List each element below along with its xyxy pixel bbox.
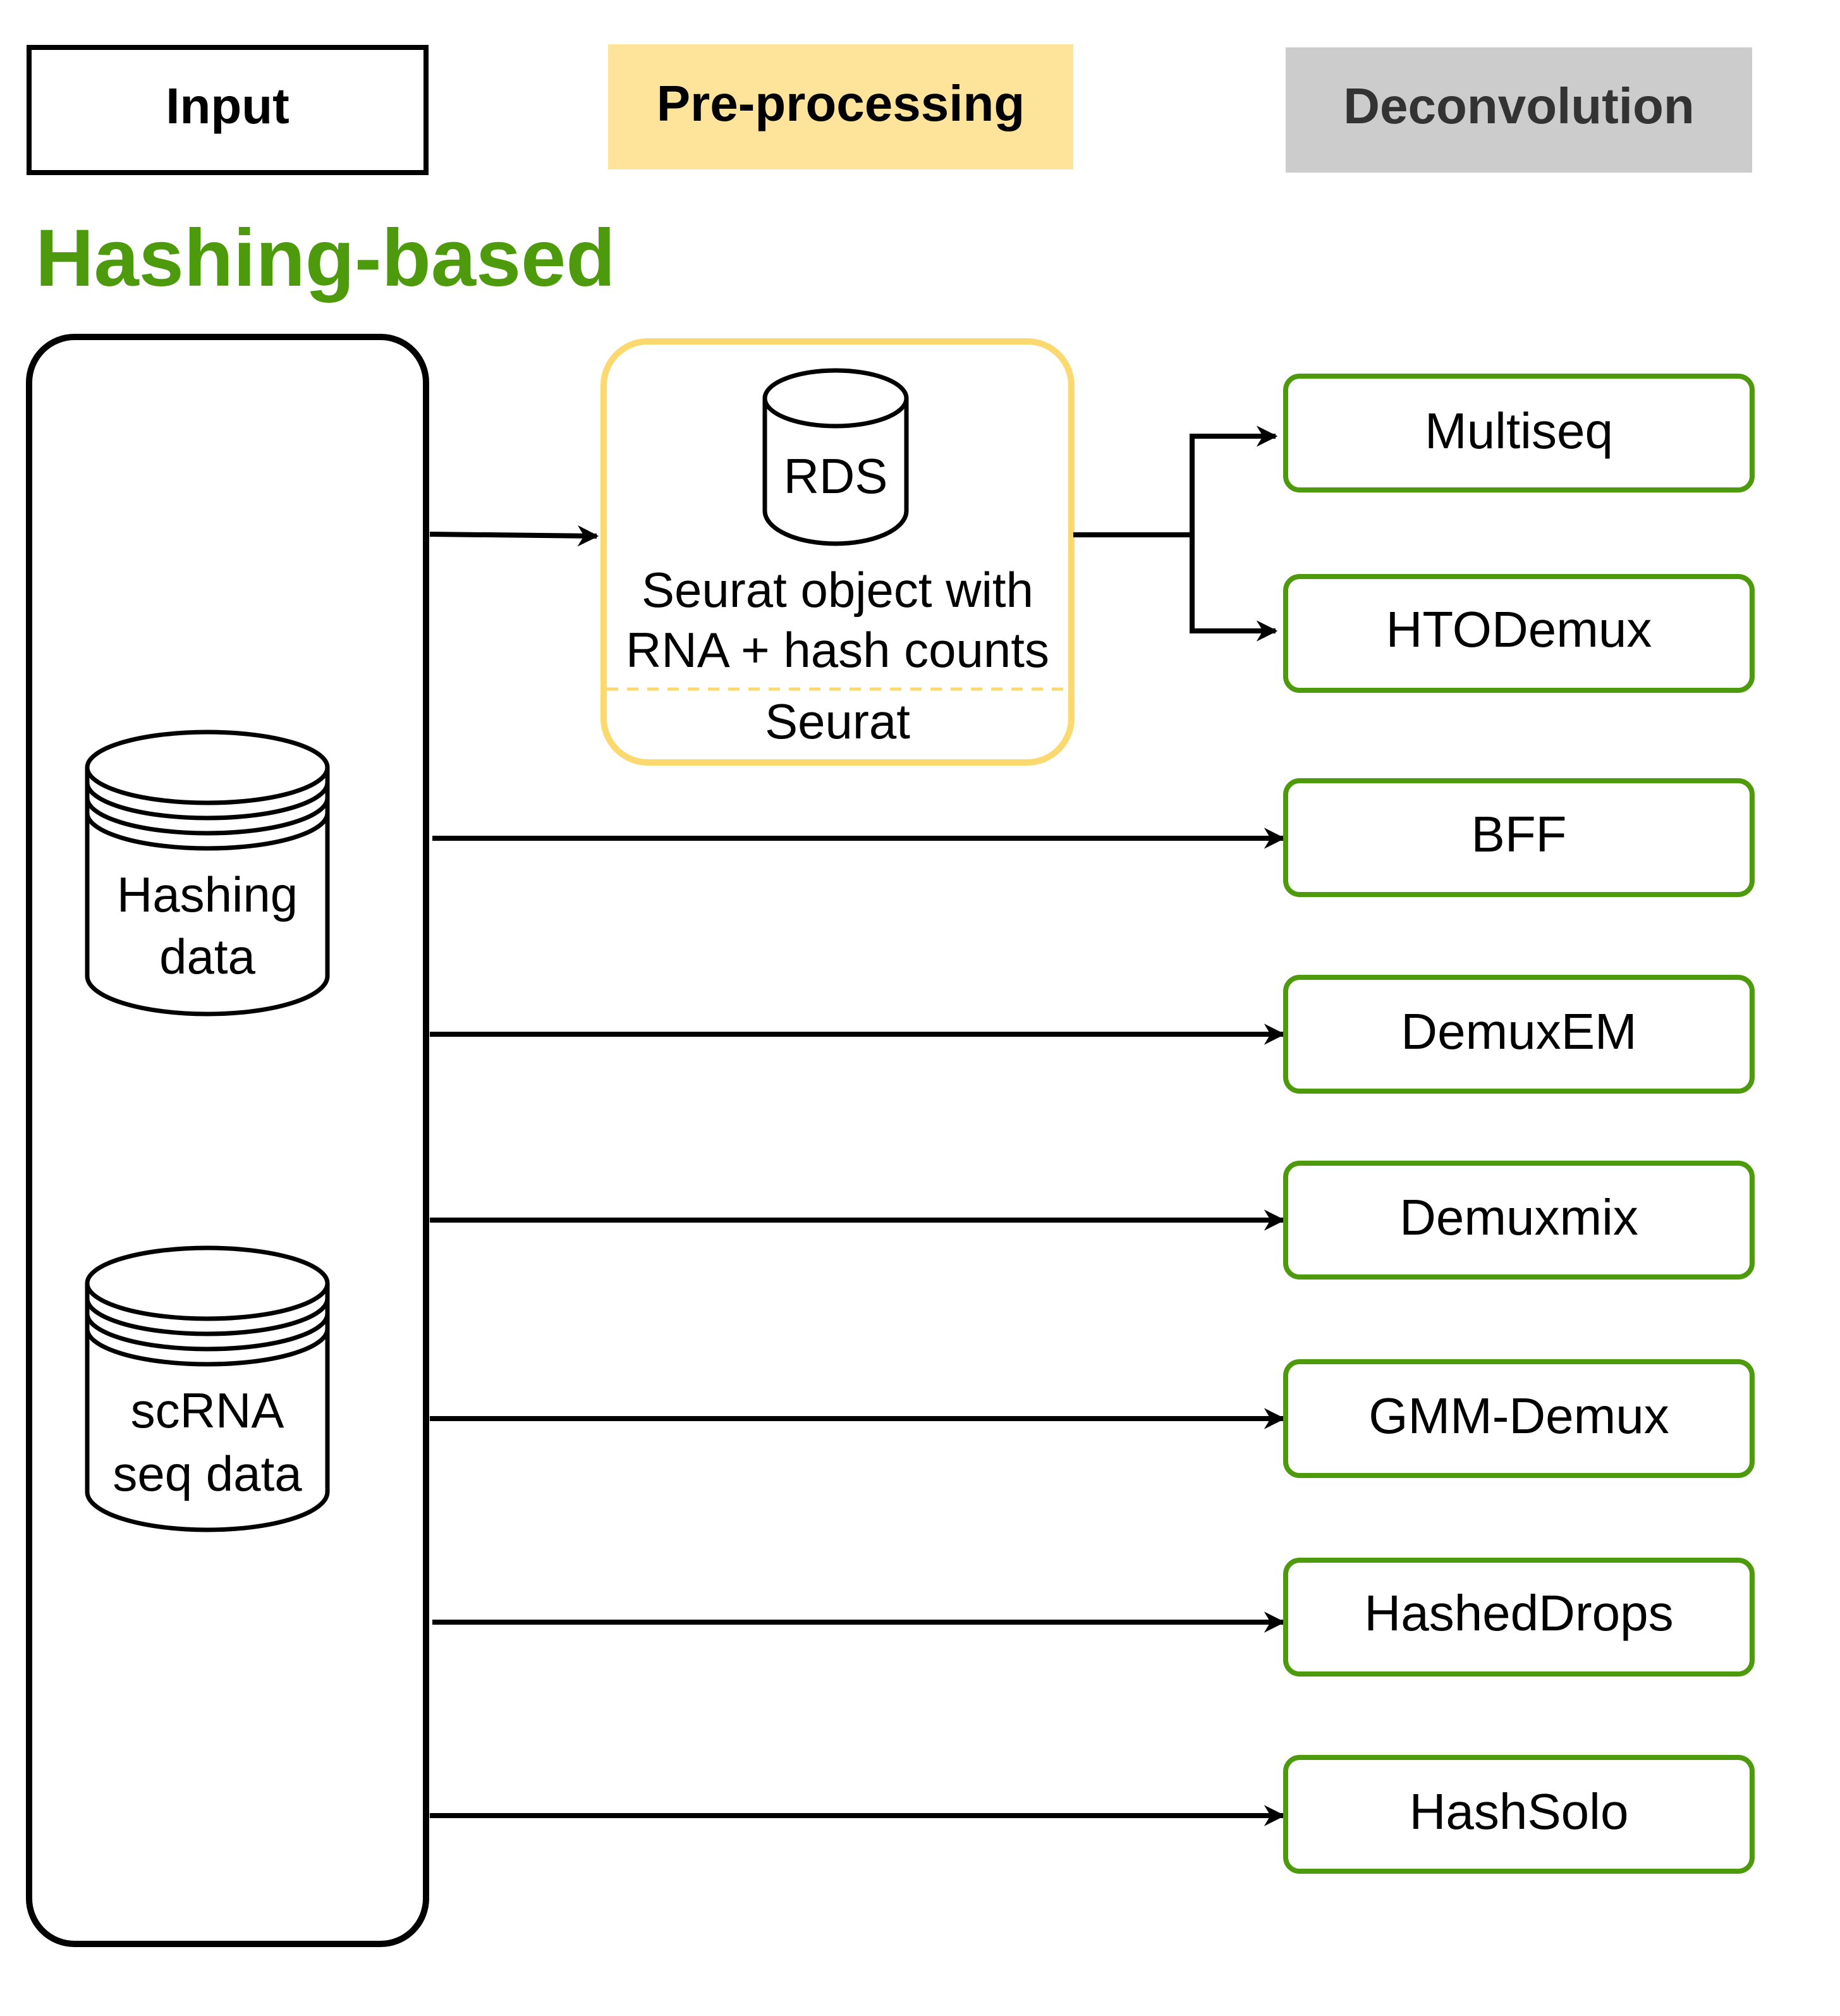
tool-box-multiseq: Multiseq	[1283, 374, 1755, 492]
preprocess-box: RDS Seurat object with RNA + hash counts…	[600, 338, 1075, 766]
hashing-data-label-line2: data	[159, 929, 255, 984]
tool-label: HashSolo	[1410, 1783, 1629, 1840]
header-input-label: Input	[166, 78, 289, 134]
preprocess-tool-label: Seurat	[765, 693, 910, 749]
tool-box-htodemux: HTODemux	[1283, 574, 1755, 693]
connectors	[429, 425, 1286, 1826]
tool-box-hasheddrops: HashedDrops	[1283, 1558, 1755, 1677]
tool-box-bff: BFF	[1283, 778, 1755, 897]
tool-label: HashedDrops	[1364, 1585, 1673, 1641]
preprocess-to-multiseq-arrow	[1073, 425, 1278, 537]
tool-label: Multiseq	[1425, 403, 1613, 459]
tool-box-hashsolo: HashSolo	[1283, 1755, 1755, 1874]
scrna-data-database-icon: scRNA seq data	[85, 1245, 330, 1532]
rds-database-icon: RDS	[762, 368, 909, 546]
tool-label: HTODemux	[1386, 601, 1652, 657]
scrna-data-label-line2: seq data	[113, 1446, 302, 1501]
tool-label: GMM-Demux	[1368, 1388, 1669, 1444]
input-panel	[26, 334, 429, 1947]
tool-box-gmm-demux: GMM-Demux	[1283, 1359, 1755, 1478]
rds-label: RDS	[784, 448, 888, 504]
tool-label: BFF	[1471, 806, 1566, 862]
hashing-data-label-line1: Hashing	[117, 867, 298, 922]
input-to-preprocess-arrow	[429, 525, 599, 547]
preprocess-description-line2: RNA + hash counts	[626, 622, 1049, 678]
preprocess-description-line1: Seurat object with	[642, 562, 1033, 618]
tool-box-demuxmix: Demuxmix	[1283, 1161, 1755, 1280]
hashing-data-database-icon: Hashing data	[85, 730, 330, 1017]
tool-label: Demuxmix	[1399, 1189, 1638, 1245]
header-deconvolution: Deconvolution	[1286, 47, 1752, 173]
section-title: Hashing-based	[35, 213, 616, 303]
tool-label: DemuxEM	[1401, 1003, 1636, 1060]
header-deconvolution-label: Deconvolution	[1343, 78, 1695, 134]
preprocess-to-htodemux-arrow	[1190, 535, 1278, 642]
scrna-data-label-line1: scRNA	[131, 1383, 284, 1438]
header-preprocessing-label: Pre-processing	[657, 75, 1025, 131]
tool-box-demuxem: DemuxEM	[1283, 975, 1755, 1094]
header-preprocessing: Pre-processing	[608, 44, 1073, 169]
header-input: Input	[27, 45, 429, 175]
